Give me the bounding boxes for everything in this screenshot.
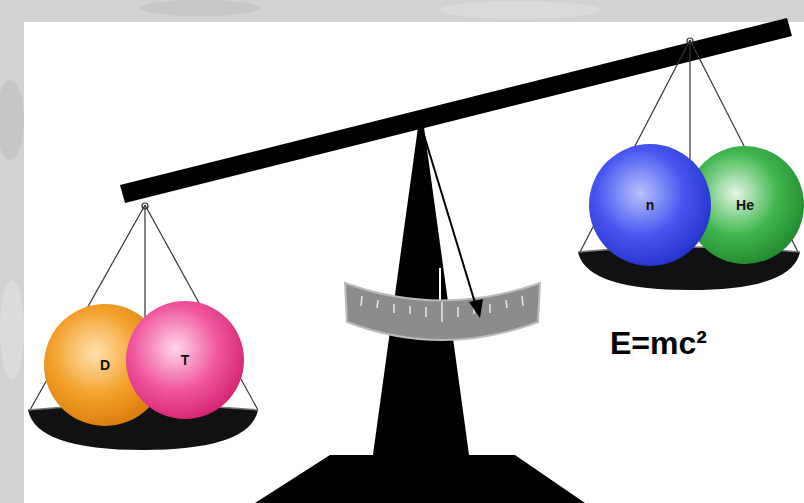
left-hook (142, 203, 148, 209)
particle-sphere: T (125, 300, 245, 420)
particle-sphere: n (588, 143, 712, 267)
stand-base (255, 455, 585, 503)
pointer-needle (420, 122, 476, 306)
formula-label: E=mc² (610, 325, 707, 362)
stand-column (372, 120, 470, 462)
particle-label: D (100, 357, 110, 373)
stand-mark (439, 268, 441, 300)
gauge-scale (345, 283, 540, 340)
gauge-ticks (361, 296, 523, 322)
pointer-head (469, 299, 483, 318)
particle-label: He (736, 197, 754, 213)
white-panel (24, 22, 804, 503)
particle-label: n (646, 197, 655, 213)
right-hook (687, 38, 693, 44)
particle-label: T (181, 352, 190, 368)
